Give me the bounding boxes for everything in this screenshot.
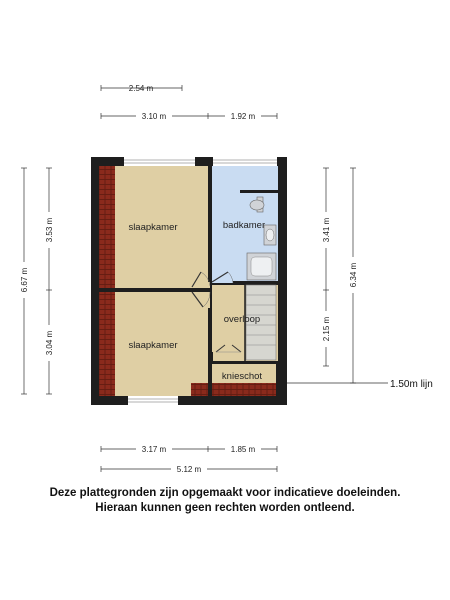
dimension-right-lower: 2.15 m bbox=[321, 290, 331, 367]
dimension-right-upper: 3.41 m bbox=[321, 167, 331, 291]
disclaimer-line-2: Hieraan kunnen geen rechten worden ontle… bbox=[95, 502, 355, 514]
dimension-right-outer: 6.34 m bbox=[348, 167, 358, 384]
dimension-top-left-label: 3.10 m bbox=[142, 112, 167, 121]
dimension-top-right: 1.92 m bbox=[208, 111, 278, 121]
toilet-icon bbox=[249, 196, 265, 213]
roof-slope-left bbox=[99, 166, 115, 396]
window-bottom bbox=[128, 396, 178, 405]
window-top-left bbox=[124, 157, 195, 166]
room-label-slaapkamer-bottom: slaapkamer bbox=[128, 340, 177, 351]
door-bathroom bbox=[211, 271, 234, 284]
dimension-top-total-label: 2.54 m bbox=[129, 84, 154, 93]
door-bedroom-bottom bbox=[191, 291, 211, 308]
dimension-left-upper-label: 3.53 m bbox=[45, 217, 54, 242]
wall-knieschot-right bbox=[276, 361, 278, 396]
wall-vertical-middle-lower bbox=[208, 308, 212, 396]
room-label-overloop: overloop bbox=[224, 314, 260, 325]
dimension-bottom-right: 1.85 m bbox=[208, 444, 278, 454]
wall-horizontal-bedrooms bbox=[99, 288, 191, 292]
window-top-right bbox=[213, 157, 277, 166]
line-150m: 1.50m lijn bbox=[286, 379, 433, 390]
wall-vertical-middle bbox=[208, 162, 212, 282]
dimension-right-upper-label: 3.41 m bbox=[322, 217, 331, 242]
dimension-right-lower-label: 2.15 m bbox=[322, 316, 331, 341]
dimension-right-outer-label: 6.34 m bbox=[349, 262, 358, 287]
line-150m-label: 1.50m lijn bbox=[390, 379, 433, 390]
dimension-bottom-left: 3.17 m bbox=[100, 444, 209, 454]
dimension-left-total-label: 6.67 m bbox=[20, 267, 29, 292]
door-bedroom-top bbox=[191, 271, 211, 288]
disclaimer-line-1: Deze plattegronden zijn opgemaakt voor i… bbox=[49, 487, 401, 499]
dimension-left-lower: 3.04 m bbox=[44, 290, 54, 395]
roof-slope-bottom-right bbox=[212, 383, 278, 396]
roof-slope-bottom-left bbox=[191, 383, 210, 396]
dimension-left-total: 6.67 m bbox=[19, 167, 29, 395]
dimension-left-lower-label: 3.04 m bbox=[45, 330, 54, 355]
door-knieschot bbox=[215, 344, 242, 353]
room-label-knieschot: knieschot bbox=[222, 371, 262, 382]
sink-icon bbox=[263, 224, 277, 246]
dimension-left-upper: 3.53 m bbox=[44, 167, 54, 291]
staircase-icon bbox=[244, 284, 277, 362]
bathtub-icon bbox=[246, 252, 277, 281]
dimension-top-left: 3.10 m bbox=[100, 111, 209, 121]
dimension-top-right-label: 1.92 m bbox=[231, 112, 256, 121]
wall-bathroom-bottom bbox=[233, 281, 278, 285]
wall-knieschot-top bbox=[212, 361, 278, 364]
wall-knieschot-left-stub bbox=[211, 352, 213, 362]
dimension-bottom-total: 5.12 m bbox=[100, 464, 278, 474]
dimension-top-total: 2.54 m bbox=[100, 84, 183, 93]
room-label-slaapkamer-top: slaapkamer bbox=[128, 222, 177, 233]
dimension-bottom-left-label: 3.17 m bbox=[142, 445, 167, 454]
room-label-badkamer: badkamer bbox=[223, 220, 265, 231]
room-floor-slaapkamer-top bbox=[99, 166, 210, 288]
wall-bathroom-stub bbox=[240, 190, 278, 193]
dimension-bottom-right-label: 1.85 m bbox=[231, 445, 256, 454]
dimension-bottom-total-label: 5.12 m bbox=[177, 465, 202, 474]
room-floor-slaapkamer-bottom bbox=[99, 292, 210, 396]
